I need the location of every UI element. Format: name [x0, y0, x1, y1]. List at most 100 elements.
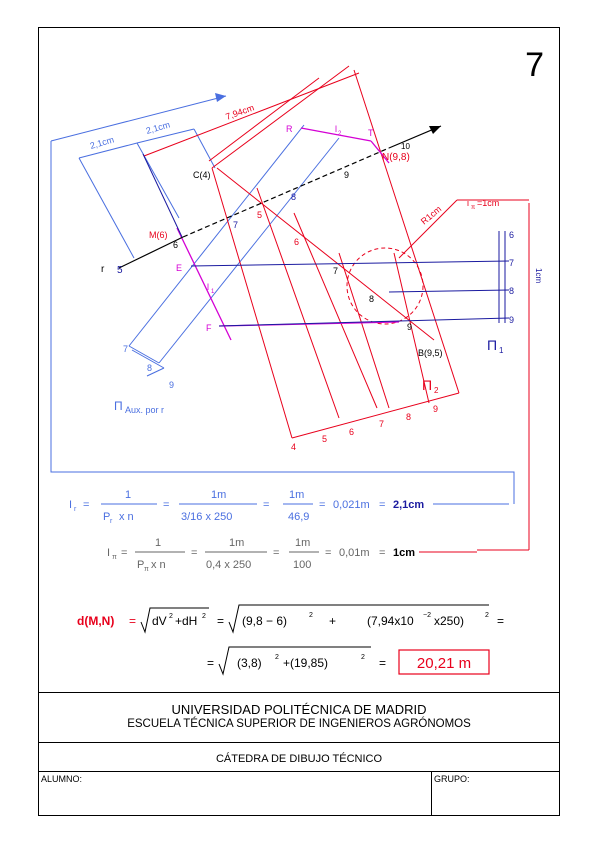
svg-text:I: I [107, 547, 110, 559]
svg-text:2,1cm: 2,1cm [393, 499, 424, 511]
projection-lines [142, 153, 510, 327]
point-label: N(9,8) [382, 152, 410, 163]
svg-text:(3,8): (3,8) [237, 656, 262, 670]
svg-text:r: r [110, 518, 113, 525]
svg-text:1m: 1m [229, 537, 244, 549]
svg-text:P: P [103, 511, 110, 523]
svg-text:1m: 1m [211, 489, 226, 501]
point-label: 7 [333, 266, 338, 276]
svg-text:2: 2 [309, 612, 313, 619]
svg-text:=: = [379, 656, 386, 670]
svg-text:1m: 1m [295, 537, 310, 549]
aux-label: 9 [169, 380, 174, 390]
svg-text:46,9: 46,9 [288, 511, 309, 523]
point-label: r [101, 264, 105, 275]
title-block: UNIVERSIDAD POLITÉCNICA DE MADRID ESCUEL… [39, 692, 559, 740]
scale-label: 6 [509, 230, 514, 240]
svg-text:I: I [69, 499, 72, 511]
base-label: 8 [406, 412, 411, 422]
point-label: 9 [407, 322, 412, 332]
sheet-number: 7 [525, 46, 544, 84]
svg-text:=: = [263, 499, 269, 511]
svg-text:(9,8 − 6): (9,8 − 6) [242, 614, 287, 628]
point-label: B(9,5) [418, 348, 443, 358]
svg-text:2: 2 [485, 612, 489, 619]
point-label: 8 [291, 192, 296, 202]
plane-label: 2 [434, 386, 439, 395]
svg-text:0,4 x 250: 0,4 x 250 [206, 559, 251, 571]
svg-text:1: 1 [125, 489, 131, 501]
svg-text:2: 2 [275, 654, 279, 661]
point-label: F [206, 323, 212, 333]
technical-drawing: 7 [50, 46, 544, 676]
point-label: M(6) [149, 230, 168, 240]
point-label: i [467, 198, 469, 208]
svg-text:2: 2 [169, 613, 173, 620]
plane-label: Π [422, 377, 432, 393]
grupo-field[interactable]: GRUPO: [431, 771, 559, 815]
svg-text:π: π [112, 554, 117, 561]
base-label: 4 [291, 442, 296, 452]
result-value: 20,21 m [417, 655, 471, 672]
arrow-icon [215, 93, 226, 102]
scale-label: 7 [509, 258, 514, 268]
svg-text:1: 1 [155, 537, 161, 549]
svg-text:(7,94x10: (7,94x10 [367, 614, 414, 628]
svg-text:=: = [121, 547, 127, 559]
dim-label: 2,1cm [145, 120, 171, 136]
svg-text:r: r [74, 506, 77, 513]
svg-text:2: 2 [202, 613, 206, 620]
point-label: 5 [257, 210, 262, 220]
svg-text:P: P [137, 559, 144, 571]
plane-label: 1 [499, 346, 504, 355]
line-r-dashed [182, 147, 390, 238]
svg-text:=: = [129, 614, 136, 628]
svg-text:100: 100 [293, 559, 311, 571]
aux-label: 7 [123, 344, 128, 354]
point-label: 6 [173, 240, 178, 250]
catedra: CÁTEDRA DE DIBUJO TÉCNICO [39, 742, 559, 770]
svg-text:2: 2 [361, 654, 365, 661]
svg-text:=: = [319, 499, 325, 511]
formula-ir: I r = 1 P r x n = 1m 3/16 x 250 = 1m 46,… [69, 489, 509, 525]
svg-text:3/16 x 250: 3/16 x 250 [181, 511, 232, 523]
plane-label: Π [114, 399, 123, 413]
base-label: 7 [379, 419, 384, 429]
svg-text:=: = [217, 614, 224, 628]
point-label: 6 [294, 237, 299, 247]
base-label: 9 [433, 404, 438, 414]
alumno-field[interactable]: ALUMNO: [39, 771, 431, 815]
svg-text:+: + [329, 614, 336, 628]
formula-distance: d(M,N) = dV 2 +dH 2 = (9,8 − 6) 2 + (7,9… [77, 604, 504, 676]
aux-label: 8 [147, 363, 152, 373]
svg-text:1cm: 1cm [393, 547, 415, 559]
point-label: 5 [117, 265, 123, 276]
base-label: 5 [322, 434, 327, 444]
point-label: 2 [338, 131, 342, 137]
point-label: 7 [233, 220, 238, 230]
svg-text:=: = [83, 499, 89, 511]
point-label: R1cm [419, 204, 443, 227]
svg-text:=: = [273, 547, 279, 559]
scale-label: 9 [509, 315, 514, 325]
svg-text:+(19,85): +(19,85) [283, 656, 328, 670]
point-label: C(4) [193, 170, 211, 180]
red-construction-lines [143, 65, 530, 551]
point-label: 8 [369, 294, 374, 304]
formula-ipi: I π = 1 P π x n = 1m 0,4 x 250 = 1m 100 … [107, 537, 477, 573]
university-name: UNIVERSIDAD POLITÉCNICA DE MADRID [171, 702, 427, 717]
svg-text:=: = [207, 656, 214, 670]
svg-text:=: = [379, 499, 385, 511]
dim-label: 2,1cm [89, 135, 115, 151]
point-label: l [207, 282, 209, 292]
svg-text:π: π [144, 566, 149, 573]
svg-text:x250): x250) [434, 614, 464, 628]
svg-text:dV: dV [152, 614, 167, 628]
point-label: 9 [344, 170, 349, 180]
arrow-icon [429, 126, 441, 134]
svg-text:=: = [163, 499, 169, 511]
plane-label: Π [487, 337, 497, 353]
scale-label: 8 [509, 286, 514, 296]
point-label: T [368, 128, 374, 138]
svg-text:+dH: +dH [175, 614, 197, 628]
